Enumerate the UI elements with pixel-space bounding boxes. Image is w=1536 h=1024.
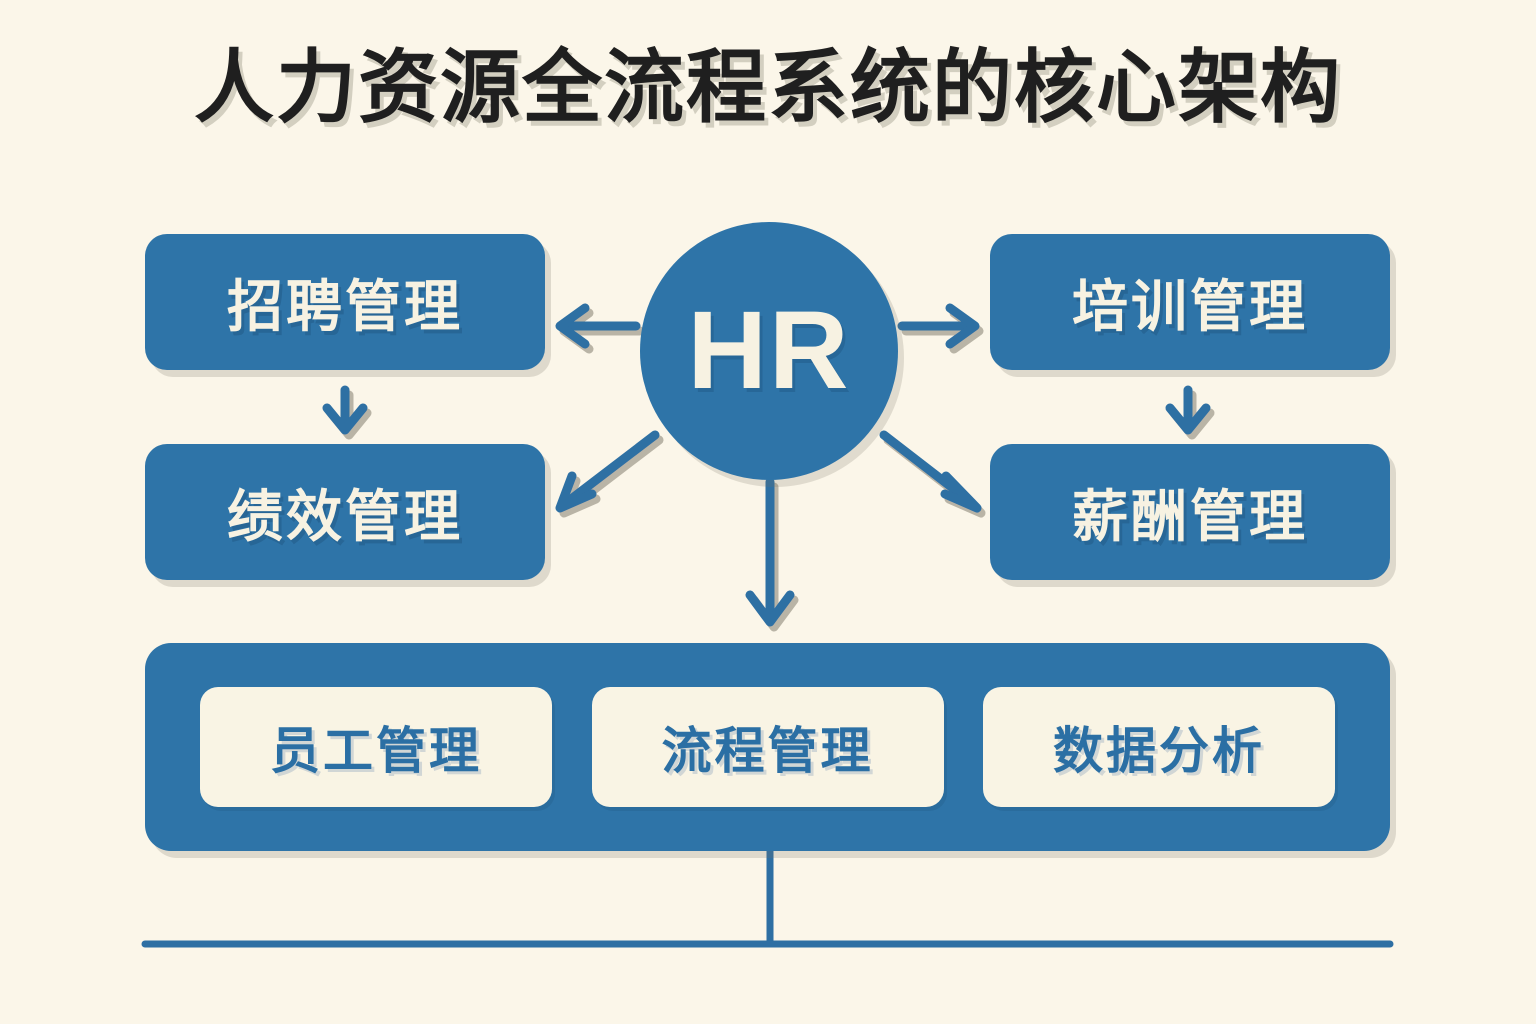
connector-hr-to-compensation (879, 430, 982, 513)
platform-item-analytics[interactable]: 数据分析 (983, 687, 1335, 807)
connector-training-to-compensation (1165, 385, 1211, 435)
module-label-performance: 绩效管理 (227, 484, 463, 548)
module-label-training: 培训管理 (1072, 274, 1308, 338)
connector-hr-to-platform (745, 477, 795, 627)
module-box-recruitment[interactable]: 招聘管理 (145, 234, 545, 370)
platform-label-process: 流程管理 (661, 723, 874, 779)
platform-label-analytics: 数据分析 (1053, 723, 1265, 779)
hr-center-node[interactable]: HR (640, 222, 898, 480)
module-label-compensation: 薪酬管理 (1072, 484, 1308, 548)
hr-center-label: HR (687, 289, 851, 412)
connector-hr-to-performance (555, 430, 660, 513)
connector-recruitment-to-performance (322, 385, 368, 435)
module-box-performance[interactable]: 绩效管理 (145, 444, 545, 580)
connector-hr-to-training (897, 303, 980, 349)
platform-item-employee[interactable]: 员工管理 (200, 687, 552, 807)
platform-label-employee: 员工管理 (270, 723, 482, 779)
platform-container: 员工管理 流程管理 数据分析 (145, 643, 1390, 851)
connector-hr-to-recruitment (555, 303, 641, 349)
module-box-training[interactable]: 培训管理 (990, 234, 1390, 370)
page-title: 人力资源全流程系统的核心架构 (194, 43, 1342, 132)
platform-item-process[interactable]: 流程管理 (591, 687, 944, 807)
module-box-compensation[interactable]: 薪酬管理 (990, 444, 1390, 580)
module-label-recruitment: 招聘管理 (227, 274, 463, 338)
